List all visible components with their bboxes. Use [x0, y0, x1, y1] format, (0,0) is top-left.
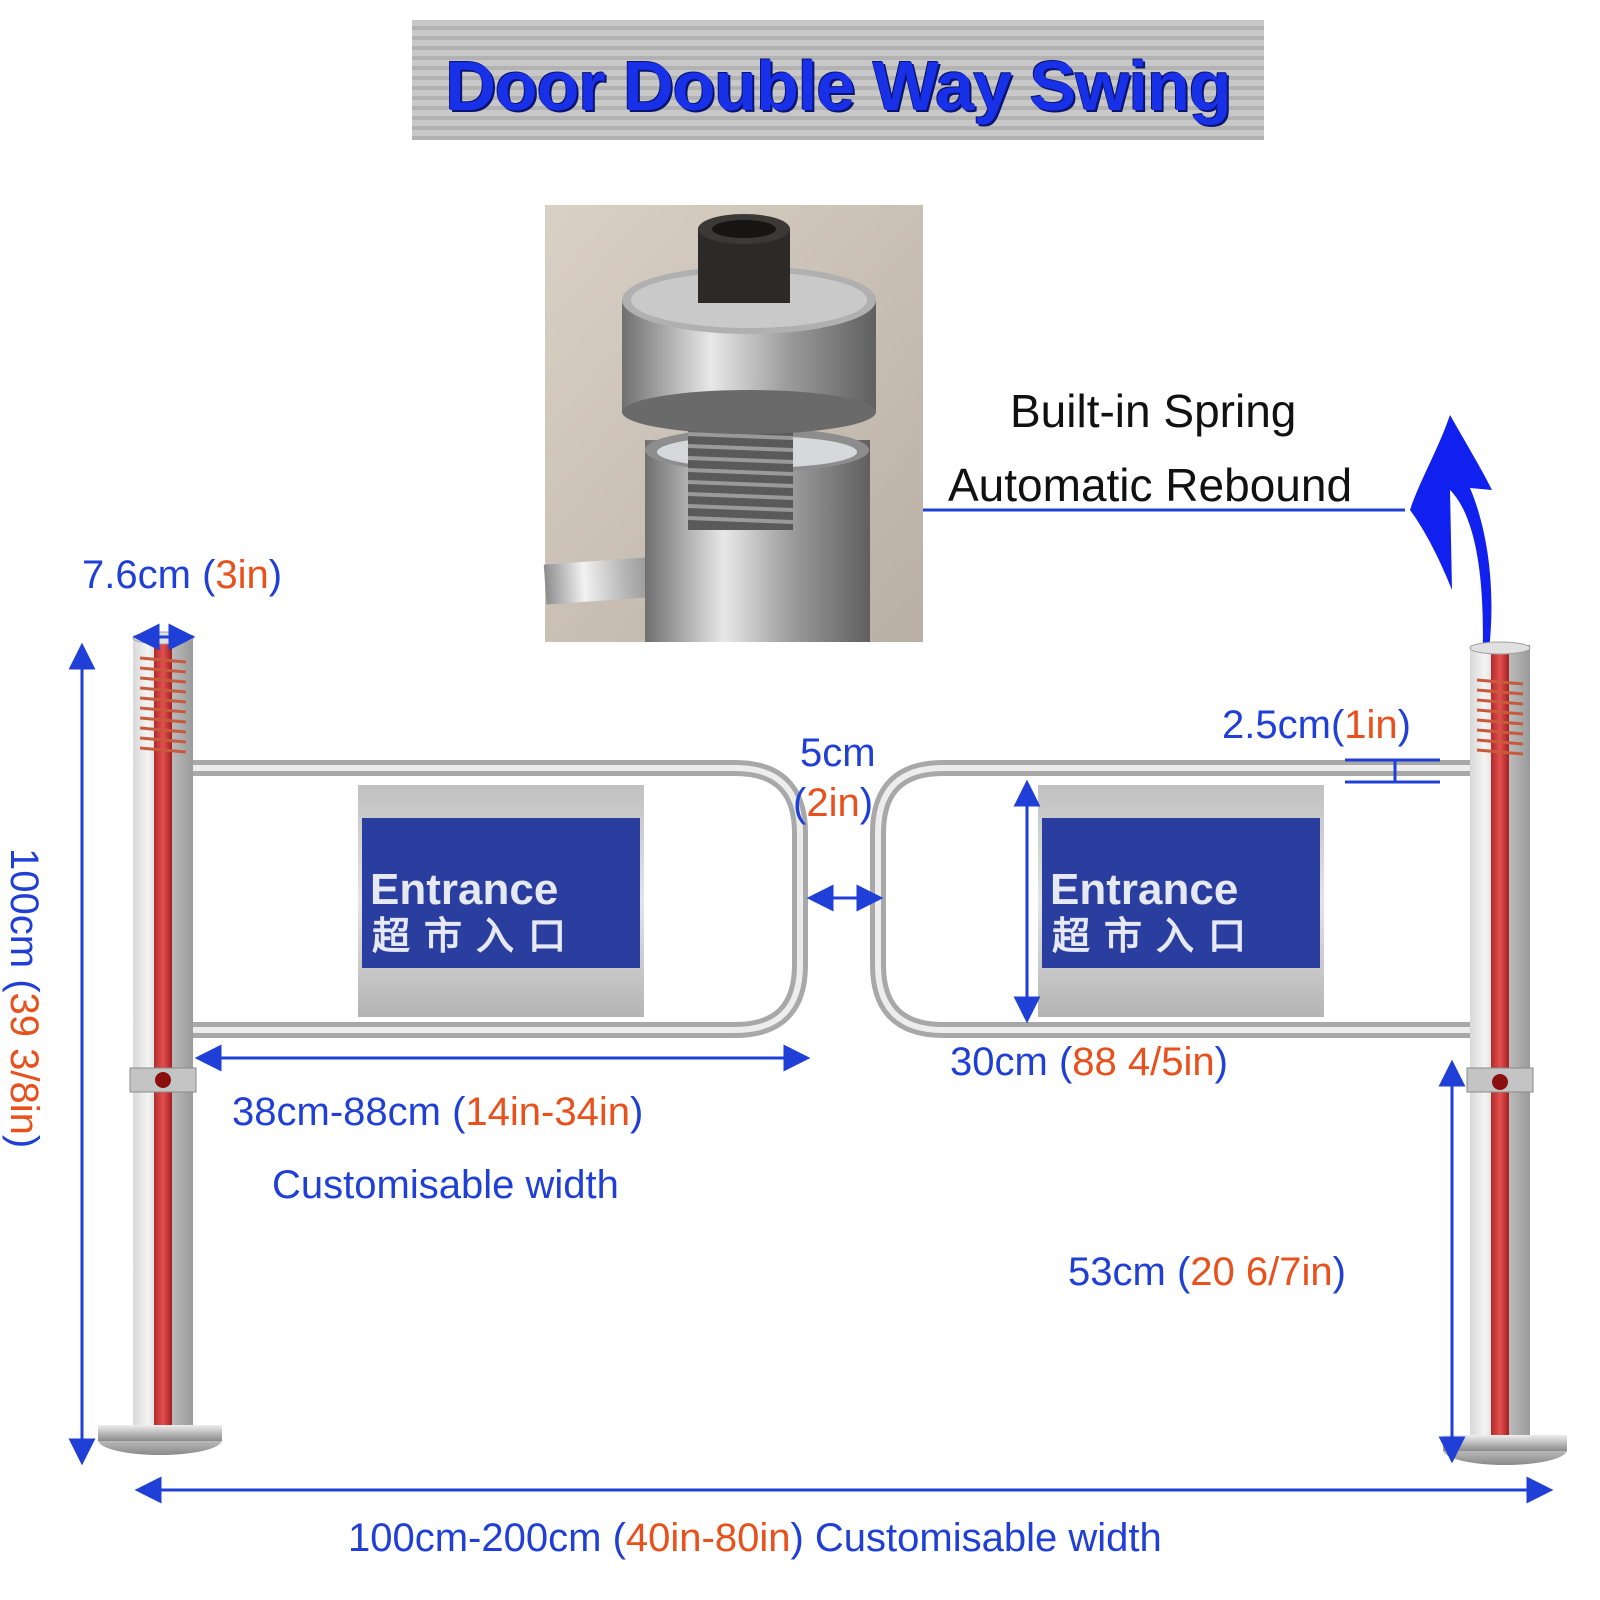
- tube-diameter-marker: [1345, 758, 1440, 784]
- rebound-arrow-icon: [1410, 415, 1492, 700]
- title-banner: Door Double Way Swing: [412, 20, 1264, 140]
- spring-label-line1: Built-in Spring: [1010, 385, 1297, 437]
- spring-photo: [543, 205, 923, 642]
- total-width-label: 100cm-200cm (40in-80in) Customisable wid…: [348, 1516, 1162, 1560]
- arm-width-label: 38cm-88cm (14in-34in): [232, 1090, 644, 1134]
- right-post: [1443, 641, 1567, 1465]
- height-label: 100cm (39 3/8in): [2, 848, 46, 1149]
- right-sign-english: Entrance: [1050, 865, 1239, 914]
- arm-height-label: 30cm (88 4/5in): [950, 1040, 1228, 1084]
- arm-elevation-label: 53cm (20 6/7in): [1068, 1250, 1346, 1294]
- right-sign-panel: [1038, 785, 1324, 1017]
- tube-label: 2.5cm(1in): [1222, 703, 1411, 747]
- spring-label-line2: Automatic Rebound: [948, 459, 1353, 511]
- left-sign-english: Entrance: [370, 865, 559, 914]
- gap-label-cm: 5cm: [800, 731, 876, 775]
- left-post: [98, 631, 222, 1455]
- left-sign-chinese: 超市入口: [372, 916, 581, 958]
- post-diameter-label: 7.6cm (3in): [82, 553, 283, 597]
- left-sign-panel: [358, 785, 644, 1017]
- page-title: Door Double Way Swing: [445, 47, 1231, 125]
- arm-width-note: Customisable width: [272, 1163, 619, 1207]
- gap-label-inch: (2in): [793, 781, 874, 825]
- right-sign-chinese: 超市入口: [1052, 916, 1261, 958]
